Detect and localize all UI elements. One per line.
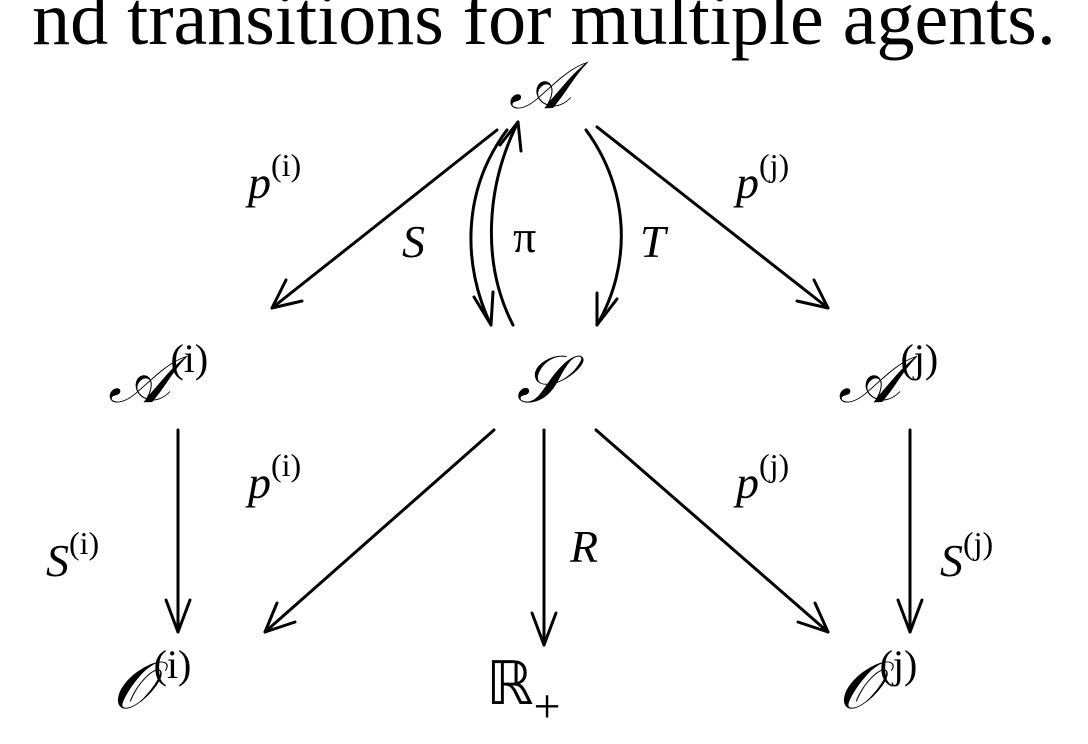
label-A-to-A-j-superscript: (j)	[759, 147, 789, 183]
label-S-to-O-j-superscript: (j)	[759, 447, 789, 483]
node-R-plus-subscript: +	[534, 680, 561, 733]
heading-text: nd transitions for multiple agents.	[32, 0, 1056, 61]
label-A-to-S-left-main: S	[402, 216, 425, 267]
label-S-to-A-main: π	[513, 211, 536, 262]
label-A-to-S-left: S	[402, 216, 425, 267]
node-A-i: 𝒜(i)	[108, 336, 208, 418]
arrow-S-to-O-i	[263, 428, 496, 634]
label-A-j-to-O-j-main: S	[940, 535, 963, 586]
arrow-A-j-to-O-j	[896, 428, 924, 634]
arrow-S-to-A	[489, 120, 523, 327]
node-A-j: 𝒜(j)	[838, 336, 938, 418]
label-A-to-A-i-main: p	[245, 157, 271, 208]
label-A-j-to-O-j-superscript: (j)	[963, 525, 993, 561]
label-S-to-O-i-superscript: (i)	[271, 447, 301, 483]
label-S-to-O-j-main: p	[733, 457, 759, 508]
node-R-plus: ℝ+	[486, 649, 561, 733]
label-A-to-S-right: T	[640, 216, 669, 267]
label-A-to-S-right-main: T	[640, 216, 669, 267]
arrow-S-to-R-plus	[530, 428, 558, 647]
label-A-to-A-i: p(i)	[245, 147, 301, 208]
label-S-to-A: π	[513, 211, 536, 262]
label-S-to-R-plus-main: R	[569, 521, 598, 572]
arrow-A-to-A-i	[270, 128, 499, 310]
label-A-i-to-O-i-superscript: (i)	[69, 525, 99, 561]
node-O-i: 𝒪(i)	[112, 642, 191, 724]
node-O-i-superscript: (i)	[154, 642, 192, 687]
arrow-A-to-S-left	[469, 128, 509, 327]
label-S-to-R-plus: R	[569, 521, 598, 572]
node-O-j-superscript: (j)	[880, 642, 918, 687]
label-A-to-A-j: p(j)	[733, 147, 789, 208]
arrow-A-to-S-right	[584, 128, 623, 327]
node-R-plus-symbol: ℝ	[486, 649, 534, 719]
node-S: 𝒮	[516, 341, 584, 418]
arrow-A-i-to-O-i	[164, 428, 192, 634]
node-A-j-superscript: (j)	[900, 336, 938, 381]
label-A-i-to-O-i: S(i)	[46, 525, 99, 586]
label-A-to-A-i-superscript: (i)	[271, 147, 301, 183]
label-S-to-O-i: p(i)	[245, 447, 301, 508]
label-A-j-to-O-j: S(j)	[940, 525, 993, 586]
arrow-S-to-O-j	[594, 428, 830, 634]
node-O-j: 𝒪(j)	[838, 642, 917, 724]
label-A-to-A-j-main: p	[733, 157, 759, 208]
node-S-symbol: 𝒮	[516, 341, 584, 418]
label-A-i-to-O-i-main: S	[46, 535, 69, 586]
label-S-to-O-j: p(j)	[733, 447, 789, 508]
label-S-to-O-i-main: p	[245, 457, 271, 508]
node-A-i-superscript: (i)	[170, 336, 208, 381]
arrow-A-to-A-j	[595, 125, 830, 310]
